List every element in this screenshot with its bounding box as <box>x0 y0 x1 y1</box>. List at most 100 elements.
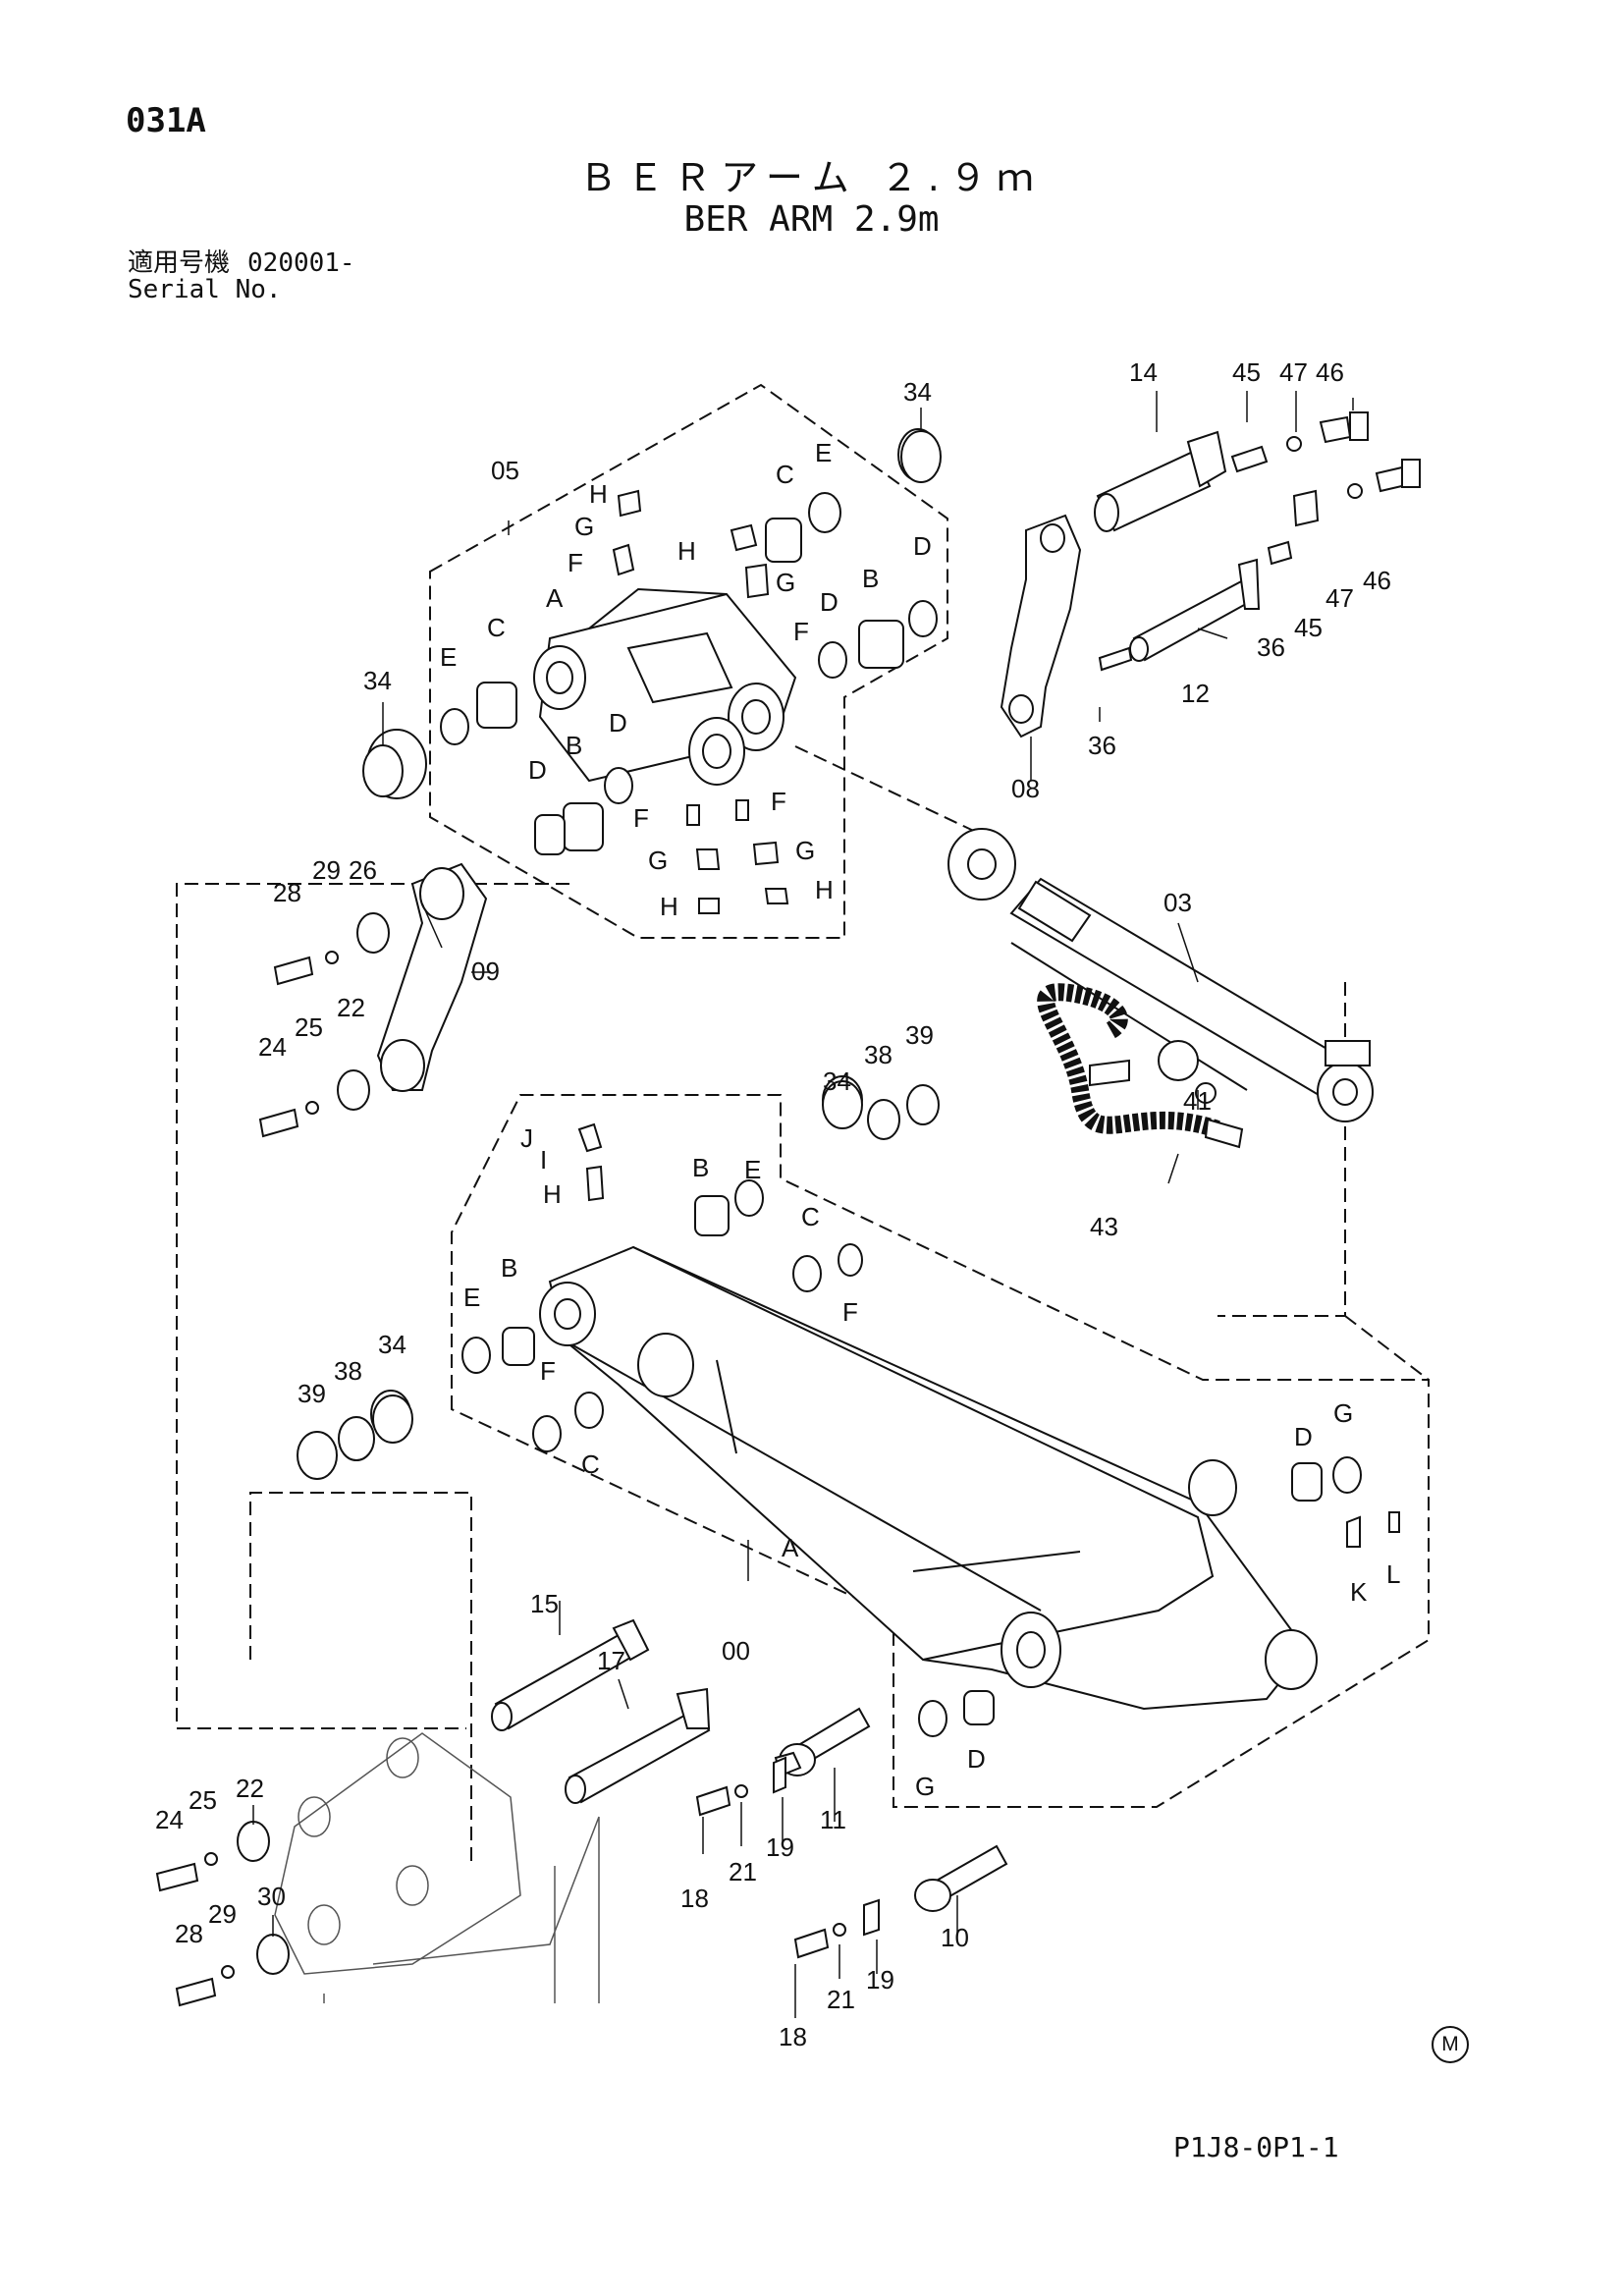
callout-D-link-r: D <box>913 531 932 561</box>
o-ring-34d <box>372 1394 413 1444</box>
callout-19-low: 19 <box>866 1965 894 1995</box>
callout-G-arm-b: G <box>915 1772 935 1801</box>
callout-19-mid: 19 <box>766 1832 794 1862</box>
callout-A-link: A <box>546 583 564 613</box>
callout-38-left: 38 <box>334 1356 362 1386</box>
callout-J: J <box>520 1123 533 1153</box>
callout-14: 14 <box>1129 357 1158 387</box>
callout-24-top: 24 <box>258 1032 287 1062</box>
callout-10: 10 <box>941 1923 969 1952</box>
callout-34-left: 34 <box>363 666 392 695</box>
callout-D-arm-b: D <box>967 1744 986 1774</box>
callout-C-arm-top: C <box>801 1202 820 1231</box>
title-japanese: ＢＥＲアーム ２.９ｍ <box>579 156 1044 199</box>
pin-17 <box>565 1687 711 1804</box>
callout-D-link-l: D <box>528 755 547 785</box>
page-code: 031A <box>126 101 206 140</box>
callout-47-right: 47 <box>1325 583 1354 613</box>
fasteners-top-right <box>1230 411 1421 527</box>
group-05-outline <box>429 383 948 939</box>
callout-00: 00 <box>722 1636 750 1666</box>
callout-45-right: 45 <box>1294 613 1323 642</box>
title-english: BER ARM 2.9m <box>683 199 940 240</box>
callout-46-right: 46 <box>1363 566 1391 595</box>
fasteners-bottom <box>155 1756 880 2007</box>
callout-26: 26 <box>349 855 377 885</box>
callout-39-mid: 39 <box>905 1020 934 1050</box>
connector-lower <box>249 1492 472 1866</box>
callout-12: 12 <box>1181 679 1210 708</box>
link-09 <box>258 862 488 1138</box>
arm-00 <box>539 1245 1318 1711</box>
callout-09: 09 <box>471 957 500 986</box>
callout-17: 17 <box>597 1646 625 1675</box>
callout-03: 03 <box>1163 888 1192 917</box>
callout-G-link-r: G <box>776 568 795 597</box>
link-05-assembly <box>533 587 797 786</box>
callout-B-link-r: B <box>862 564 879 593</box>
callout-F-link-tl: F <box>568 548 583 577</box>
figure-code: P1J8-0P1-1 <box>1173 2131 1339 2163</box>
leader-lines <box>252 391 1354 2018</box>
bucket-phantom <box>274 1732 600 2003</box>
callout-05: 05 <box>491 456 519 485</box>
callout-B-link-l: B <box>566 731 582 760</box>
callout-29-low: 29 <box>208 1899 237 1929</box>
callout-15: 15 <box>530 1589 559 1618</box>
callout-34-low: 34 <box>378 1330 406 1359</box>
callout-C-link-left: C <box>487 613 506 642</box>
callout-F-arm-r: F <box>842 1297 858 1327</box>
callout-D-link-m: D <box>820 587 839 617</box>
link-08 <box>1000 514 1082 738</box>
connector-cyl <box>794 745 983 836</box>
callout-47-top: 47 <box>1279 357 1308 387</box>
callout-29-top: 29 <box>312 855 341 885</box>
callout-B-arm-top: B <box>692 1153 709 1182</box>
serial-label-en: Serial No. <box>128 275 282 304</box>
o-ring-34c <box>822 1080 863 1129</box>
pin-12 <box>1098 540 1293 672</box>
callout-I: I <box>540 1145 547 1175</box>
callout-41: 41 <box>1183 1086 1212 1116</box>
callout-F-link-br: F <box>771 787 786 816</box>
serial-value: 020001- <box>247 248 355 278</box>
callout-B-arm-left: B <box>501 1253 517 1283</box>
callout-D-arm-r: D <box>1294 1422 1313 1451</box>
mark-symbol: M <box>1432 2026 1469 2063</box>
pin-10 <box>914 1844 1008 1912</box>
callout-46-top: 46 <box>1316 357 1344 387</box>
callout-F-arm-l: F <box>540 1356 556 1386</box>
callout-45-top: 45 <box>1232 357 1261 387</box>
callout-A-arm: A <box>782 1533 799 1562</box>
callout-G-link-br: G <box>795 836 815 865</box>
pin-15 <box>491 1618 650 1731</box>
connector-left <box>176 883 569 1729</box>
callout-C-link-top: C <box>776 460 794 489</box>
callout-22-top: 22 <box>337 993 365 1022</box>
callout-21-mid: 21 <box>729 1857 757 1886</box>
callout-H-arm: H <box>543 1179 562 1209</box>
callout-25-low: 25 <box>189 1785 217 1815</box>
callout-22-low: 22 <box>236 1774 264 1803</box>
callout-H-link-tl: H <box>589 479 608 509</box>
connector-lower-right <box>1344 1315 1430 1381</box>
callout-D-link-b: D <box>609 708 627 738</box>
pin-14 <box>1094 430 1227 532</box>
callout-E-link-left: E <box>440 642 457 672</box>
callout-36-left: 36 <box>1088 731 1116 760</box>
callout-39-left: 39 <box>298 1379 326 1408</box>
callout-08: 08 <box>1011 774 1040 803</box>
callout-F-link-bl: F <box>633 803 649 833</box>
callout-G-arm-r: G <box>1333 1398 1353 1428</box>
callout-H-link-br: H <box>815 875 834 904</box>
hose-43 <box>1037 983 1220 1138</box>
callout-H-link-m: H <box>677 536 696 566</box>
callout-25-top: 25 <box>295 1012 323 1042</box>
callout-30: 30 <box>257 1882 286 1911</box>
callout-E-link-top: E <box>815 438 832 467</box>
callout-28-low: 28 <box>175 1919 203 1948</box>
callout-24-low: 24 <box>155 1805 184 1834</box>
callout-F-link-r: F <box>793 617 809 646</box>
o-ring-34b <box>362 744 404 797</box>
